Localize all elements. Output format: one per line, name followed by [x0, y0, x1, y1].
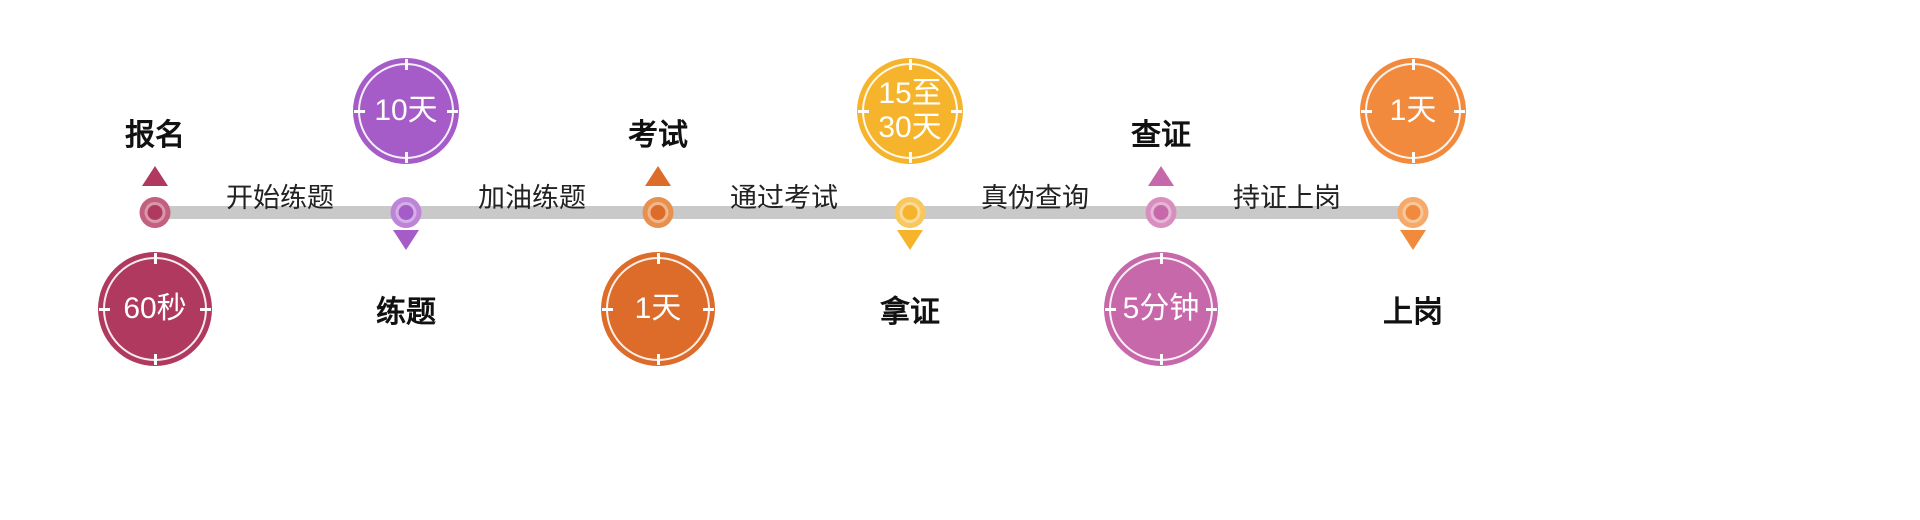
clock-tick-icon	[951, 109, 962, 113]
duration-text: 5分钟	[1122, 292, 1200, 326]
timeline-dot-core	[1405, 205, 1421, 220]
connector-label-work-with-cert: 持证上岗	[1233, 183, 1341, 213]
clock-tick-icon	[1411, 152, 1415, 163]
duration-badge: 15至 30天	[857, 58, 963, 164]
timeline-dot	[642, 197, 674, 228]
clock-tick-icon	[1159, 354, 1163, 365]
timeline-dot-core	[650, 205, 666, 220]
clock-tick-icon	[99, 307, 110, 311]
clock-tick-icon	[1361, 109, 1372, 113]
timeline-dot	[1145, 197, 1177, 228]
clock-tick-icon	[908, 152, 912, 163]
clock-tick-icon	[1454, 109, 1465, 113]
arrow-down-icon	[393, 230, 419, 250]
duration-badge: 10天	[353, 58, 459, 164]
arrow-down-icon	[897, 230, 923, 250]
clock-tick-icon	[656, 253, 660, 264]
timeline-dot-core	[147, 205, 163, 220]
clock-tick-icon	[1411, 59, 1415, 70]
node-label: 报名	[125, 119, 185, 152]
node-label: 拿证	[880, 296, 940, 329]
arrow-down-icon	[1400, 230, 1426, 250]
arrow-up-icon	[1148, 166, 1174, 186]
duration-text: 15至 30天	[878, 77, 942, 144]
duration-text: 60秒	[123, 292, 187, 326]
node-label: 考试	[628, 119, 688, 152]
clock-tick-icon	[404, 59, 408, 70]
clock-tick-icon	[404, 152, 408, 163]
node-label: 练题	[376, 296, 436, 329]
duration-text: 10天	[374, 94, 438, 128]
timeline-dot-core	[398, 205, 414, 220]
clock-tick-icon	[1206, 307, 1217, 311]
clock-tick-icon	[153, 354, 157, 365]
duration-text: 1天	[1389, 94, 1437, 128]
timeline-dot-core	[1153, 205, 1169, 220]
clock-tick-icon	[602, 307, 613, 311]
clock-tick-icon	[703, 307, 714, 311]
connector-label-authenticity-check: 真伪查询	[981, 183, 1089, 213]
duration-text: 1天	[634, 292, 682, 326]
timeline-dot	[1397, 197, 1429, 228]
clock-tick-icon	[447, 109, 458, 113]
timeline-dot	[894, 197, 926, 228]
connector-label-start-practice: 开始练题	[226, 183, 334, 213]
timeline-bar	[147, 206, 1425, 219]
clock-tick-icon	[200, 307, 211, 311]
clock-tick-icon	[153, 253, 157, 264]
duration-badge: 60秒	[98, 252, 212, 366]
node-label: 上岗	[1383, 296, 1443, 329]
arrow-up-icon	[645, 166, 671, 186]
timeline-dot	[139, 197, 171, 228]
duration-badge: 1天	[1360, 58, 1466, 164]
connector-label-pass-exam: 通过考试	[730, 183, 838, 213]
connector-label-keep-practicing: 加油练题	[478, 183, 586, 213]
clock-tick-icon	[858, 109, 869, 113]
clock-tick-icon	[1105, 307, 1116, 311]
timeline-dot	[390, 197, 422, 228]
duration-badge: 5分钟	[1104, 252, 1218, 366]
clock-tick-icon	[1159, 253, 1163, 264]
arrow-up-icon	[142, 166, 168, 186]
node-label: 查证	[1131, 119, 1191, 152]
clock-tick-icon	[656, 354, 660, 365]
clock-tick-icon	[908, 59, 912, 70]
duration-badge: 1天	[601, 252, 715, 366]
clock-tick-icon	[354, 109, 365, 113]
timeline-dot-core	[902, 205, 918, 220]
